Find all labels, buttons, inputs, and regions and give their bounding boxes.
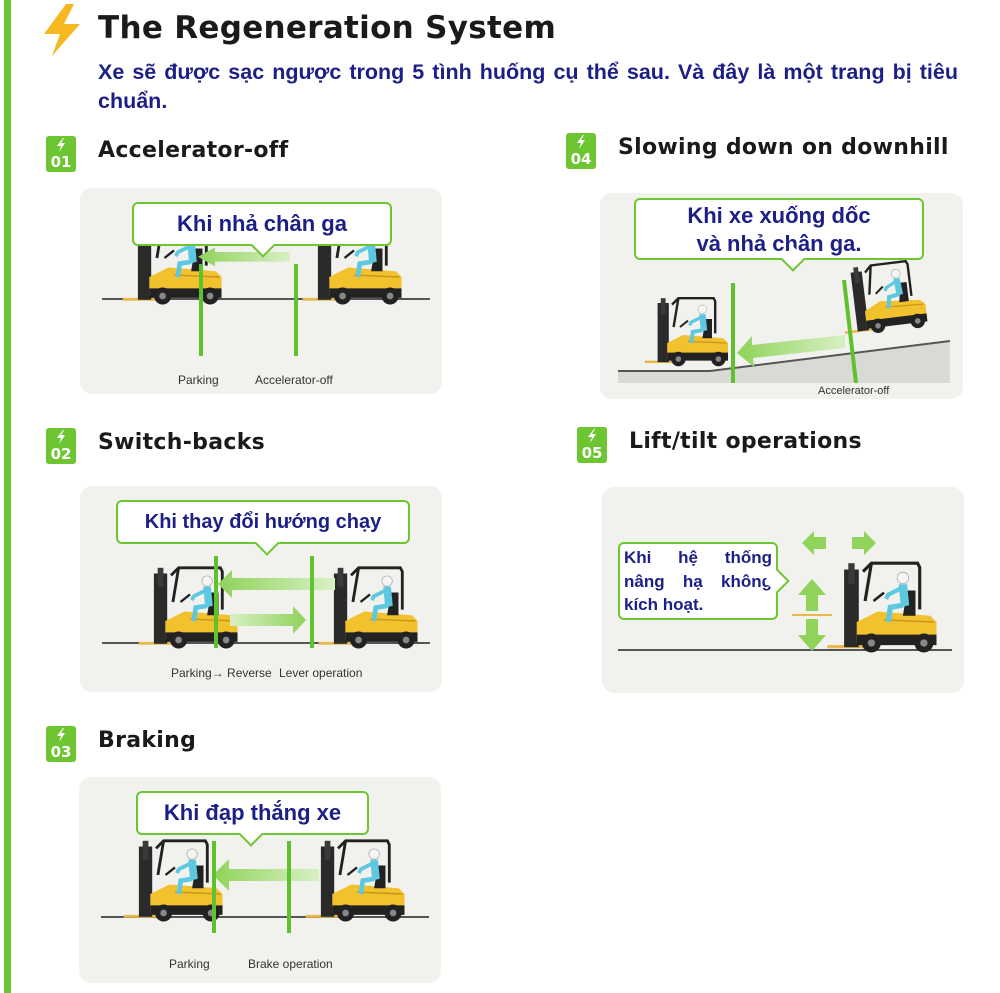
caption-lever-operation: Lever operation	[279, 666, 363, 680]
illustration-panel-04: Khi xe xuống dốc và nhả chân ga. Acceler…	[600, 193, 963, 399]
speech-bubble: Khi đạp thắng xe	[136, 791, 369, 847]
section-badge: 02	[46, 428, 76, 464]
caption-brake-operation: Brake operation	[248, 957, 333, 971]
section-title: Braking	[98, 728, 197, 753]
forklift-scene	[618, 193, 951, 383]
forklift-scene	[618, 531, 952, 693]
illustration-panel-03: Khi đạp thắng xe Parking Brake operation	[79, 777, 441, 983]
lightning-bolt-icon	[57, 728, 65, 742]
bubble-text-line: nâng hạ không	[624, 571, 772, 591]
speech-bubble: Khi thay đổi hướng chạy	[116, 500, 410, 556]
bubble-text-line: và nhả chân ga.	[696, 231, 862, 256]
section-number: 01	[50, 153, 72, 171]
section-number: 05	[581, 444, 603, 462]
section-number: 03	[50, 743, 72, 761]
page-title: The Regeneration System	[98, 10, 557, 46]
caption-accelerator-off: Accelerator-off	[255, 373, 333, 387]
section-number: 02	[50, 445, 72, 463]
forklift-scene	[102, 188, 430, 356]
lightning-bolt-icon	[57, 430, 65, 444]
intro-text: Xe sẽ được sạc ngược trong 5 tình huống …	[98, 60, 958, 113]
caption-parking-reverse: Parking→ Reverse	[171, 666, 272, 680]
section-badge: 05	[577, 427, 607, 463]
speech-bubble: Khi hệ thống nâng hạ không kích hoạt.	[618, 542, 790, 620]
lightning-bolt-icon	[57, 138, 65, 152]
section-badge: 03	[46, 726, 76, 762]
caption-parking: Parking	[178, 373, 219, 387]
forklift-scene	[102, 556, 430, 692]
section-title: Accelerator-off	[98, 138, 289, 163]
speech-bubble: Khi xe xuống dốc và nhả chân ga.	[634, 198, 924, 272]
section-number: 04	[570, 150, 592, 168]
lightning-bolt-icon	[577, 135, 585, 149]
illustration-panel-02: Khi thay đổi hướng chạy Parking→ Reverse…	[80, 486, 442, 692]
section-title: Slowing down on downhill	[618, 135, 949, 160]
section-badge: 04	[566, 133, 596, 169]
speech-bubble: Khi nhả chân ga	[132, 202, 392, 258]
forklift-scene	[101, 777, 429, 933]
illustration-panel-05: Khi hệ thống nâng hạ không kích hoạt.	[602, 487, 964, 693]
lightning-bolt-icon	[588, 429, 596, 443]
section-title: Switch-backs	[98, 430, 266, 455]
caption-parking: Parking	[169, 957, 210, 971]
section-title: Lift/tilt operations	[629, 429, 862, 454]
lightning-bolt-icon	[44, 4, 80, 56]
bubble-text: Khi nhả chân ga	[177, 211, 347, 236]
bubble-text: Khi thay đổi hướng chạy	[144, 511, 382, 533]
left-accent-bar	[4, 0, 11, 993]
bubble-text-line: Khi xe xuống dốc	[687, 203, 871, 228]
section-badge: 01	[46, 136, 76, 172]
bubble-text-line: kích hoạt.	[624, 595, 704, 614]
illustration-panel-01: Khi nhả chân ga Parking Accelerator-off	[80, 188, 442, 394]
bubble-text-line: Khi hệ thống	[624, 548, 772, 567]
bubble-text: Khi đạp thắng xe	[163, 800, 342, 825]
caption-accelerator-off: Accelerator-off	[818, 385, 890, 397]
